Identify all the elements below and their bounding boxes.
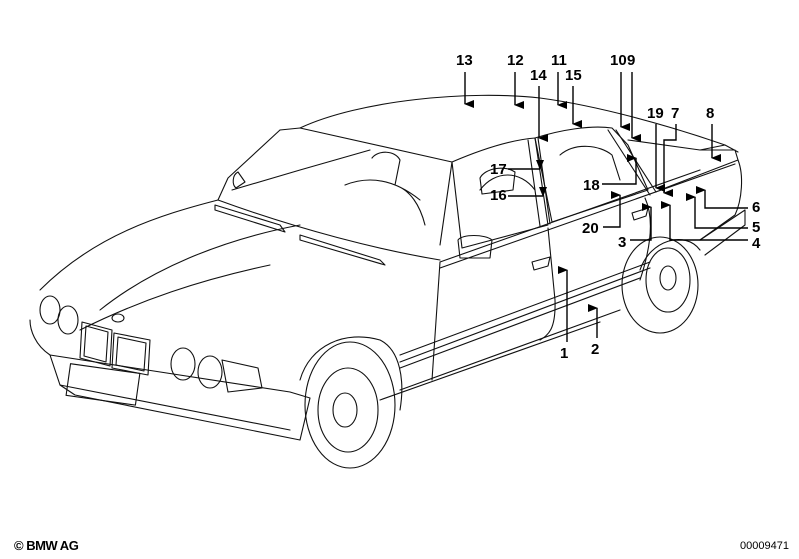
callout-5-number: 5 bbox=[752, 219, 760, 236]
callout-20-number: 20 bbox=[582, 220, 599, 237]
headlight-1 bbox=[39, 295, 61, 325]
c-pillar bbox=[607, 129, 657, 196]
trunk-lid bbox=[627, 139, 739, 191]
rear-seat bbox=[479, 145, 621, 191]
callout-13-number: 13 bbox=[456, 52, 473, 69]
roof-front-edge bbox=[279, 127, 301, 131]
callout-18[interactable]: 18 bbox=[583, 154, 637, 194]
left-mirror bbox=[232, 171, 246, 189]
callout-12[interactable]: 12 bbox=[507, 52, 524, 109]
bmw-emblem bbox=[111, 313, 125, 323]
diagram-number: 00009471 bbox=[740, 540, 789, 552]
headlight-3 bbox=[170, 347, 196, 381]
callout-10[interactable]: 10 bbox=[610, 52, 630, 131]
front-bumper bbox=[29, 319, 311, 441]
callout-3[interactable]: 3 bbox=[618, 203, 652, 251]
wiper-left bbox=[214, 204, 286, 233]
callout-16-number: 16 bbox=[490, 187, 507, 204]
front-tire bbox=[304, 341, 396, 469]
callout-14-number: 14 bbox=[530, 67, 547, 84]
callout-16[interactable]: 16 bbox=[490, 187, 547, 204]
rear-bumper bbox=[699, 209, 746, 256]
callout-4[interactable]: 4 bbox=[661, 201, 761, 252]
callout-20[interactable]: 20 bbox=[582, 191, 621, 237]
rear-hub bbox=[659, 265, 677, 291]
door-handle-front bbox=[531, 256, 551, 271]
hood-crease bbox=[79, 264, 271, 331]
callout-4-arrow bbox=[661, 201, 748, 241]
callout-3-arrow bbox=[630, 203, 652, 241]
roof-line bbox=[299, 94, 726, 146]
headlight-4 bbox=[197, 355, 223, 389]
front-wheel-arch bbox=[299, 336, 403, 411]
callout-5[interactable]: 5 bbox=[686, 193, 760, 236]
headrest bbox=[479, 167, 516, 195]
bumper-lower bbox=[59, 384, 301, 441]
rear-quarter bbox=[699, 159, 743, 241]
callout-7-arrow bbox=[663, 124, 677, 197]
callout-19[interactable]: 19 bbox=[647, 105, 665, 192]
side-window-rear bbox=[534, 126, 649, 223]
license-plate bbox=[65, 363, 141, 406]
b-pillar bbox=[527, 137, 551, 227]
callout-2-number: 2 bbox=[591, 341, 599, 358]
callout-10-number: 10 bbox=[610, 52, 627, 69]
callout-3-number: 3 bbox=[618, 234, 626, 251]
callout-20-arrow bbox=[603, 191, 621, 228]
windshield bbox=[217, 127, 453, 246]
callout-7-number: 7 bbox=[671, 105, 679, 122]
callout-14[interactable]: 14 bbox=[530, 67, 548, 142]
side-window-front bbox=[451, 137, 549, 249]
callout-2[interactable]: 2 bbox=[588, 304, 599, 358]
callout-17-number: 17 bbox=[490, 161, 507, 178]
wiper-right bbox=[299, 234, 386, 266]
callout-1-number: 1 bbox=[560, 345, 568, 362]
callout-13[interactable]: 13 bbox=[456, 52, 474, 108]
grille-right bbox=[111, 332, 151, 376]
car-illustration bbox=[29, 94, 746, 469]
callout-11-number: 11 bbox=[551, 52, 567, 69]
callout-12-number: 12 bbox=[507, 52, 524, 69]
callout-15[interactable]: 15 bbox=[565, 67, 582, 128]
grille-left bbox=[79, 321, 113, 367]
callout-15-number: 15 bbox=[565, 67, 582, 84]
callout-11[interactable]: 11 bbox=[551, 52, 567, 109]
copyright-label: © BMW AG bbox=[14, 538, 79, 553]
sill bbox=[379, 309, 621, 401]
hood bbox=[39, 199, 441, 311]
callout-7[interactable]: 7 bbox=[663, 105, 679, 197]
front-rim bbox=[317, 367, 379, 453]
callout-1[interactable]: 1 bbox=[558, 266, 568, 362]
callout-19-number: 19 bbox=[647, 105, 664, 122]
rear-tire bbox=[621, 236, 699, 334]
callout-5-arrow bbox=[686, 193, 748, 229]
callout-8-number: 8 bbox=[706, 105, 714, 122]
indicator bbox=[221, 359, 263, 393]
front-hub bbox=[332, 392, 358, 428]
callout-18-number: 18 bbox=[583, 177, 600, 194]
callout-9-number: 9 bbox=[627, 52, 635, 69]
callouts: 13 12 11 14 15 10 9 bbox=[456, 52, 761, 362]
door-handle-rear bbox=[631, 207, 649, 221]
rear-wheel-arch bbox=[639, 239, 701, 271]
side-mirror bbox=[457, 234, 493, 259]
callout-4-number: 4 bbox=[752, 235, 761, 252]
callout-8[interactable]: 8 bbox=[706, 105, 721, 162]
rear-rim bbox=[645, 247, 691, 313]
callout-18-arrow bbox=[602, 154, 637, 185]
side-moulding bbox=[399, 261, 651, 369]
headlight-2 bbox=[57, 305, 79, 335]
callout-9[interactable]: 9 bbox=[627, 52, 641, 142]
callout-6[interactable]: 6 bbox=[696, 186, 760, 216]
callout-6-arrow bbox=[696, 186, 748, 209]
front-seat bbox=[344, 151, 426, 226]
callout-17[interactable]: 17 bbox=[490, 160, 544, 178]
callout-6-number: 6 bbox=[752, 199, 760, 216]
